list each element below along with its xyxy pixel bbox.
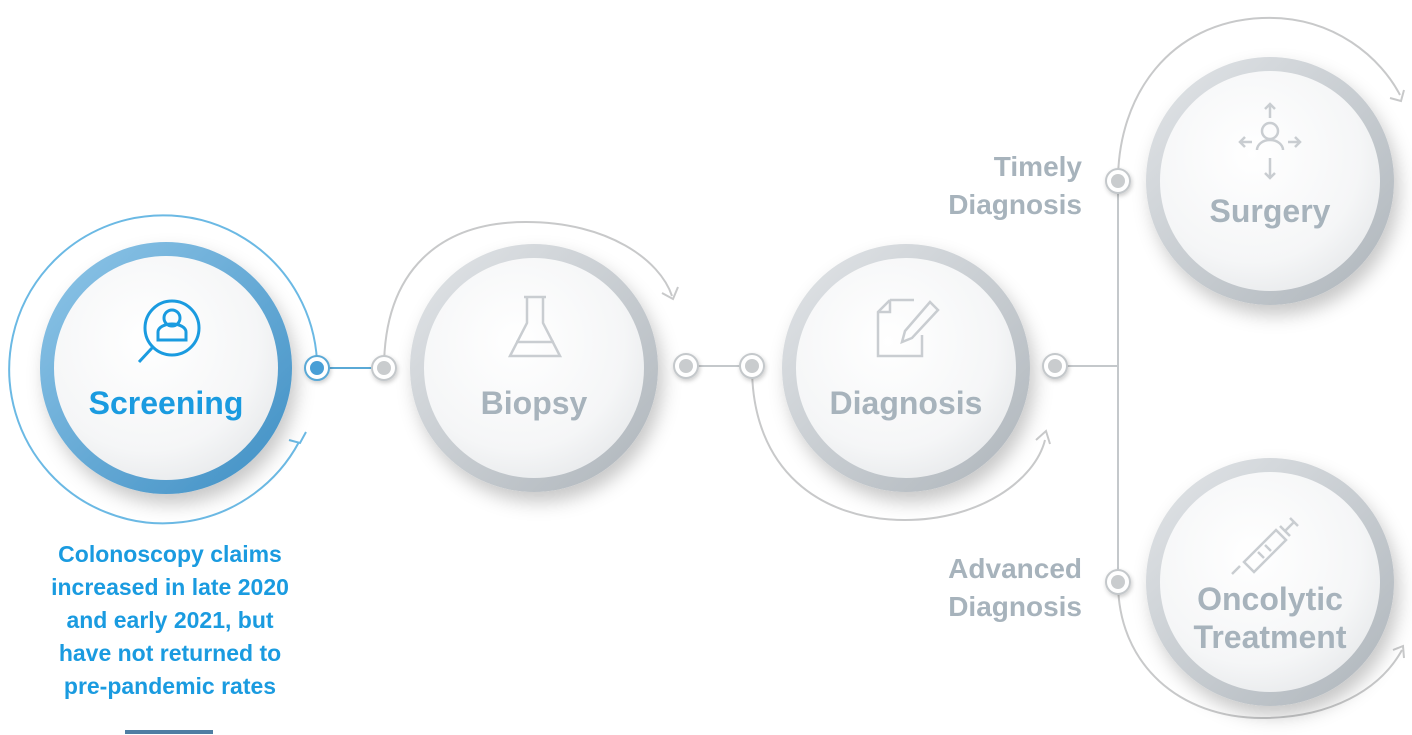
biopsy-label: Biopsy (481, 385, 588, 421)
advanced-diagnosis-label-line-1: Advanced (948, 553, 1082, 584)
syringe-icon (1231, 517, 1299, 575)
connector-dot (371, 355, 397, 381)
timely-diagnosis-label-line-1: Timely (994, 151, 1083, 182)
diagnosis-label: Diagnosis (830, 385, 983, 421)
flask-icon (507, 295, 563, 358)
step-surgery: Surgery (1146, 57, 1394, 305)
screening-caption: Colonoscopy claims increased in late 202… (51, 541, 289, 699)
screening-label: Screening (89, 385, 244, 421)
connector-dot (673, 353, 699, 379)
diagnosis-outer-arc (751, 366, 1046, 522)
oncolytic-label-line-1: Oncolytic (1197, 581, 1343, 617)
connector-dot (1105, 168, 1131, 194)
oncolytic-arc-arrow (1392, 644, 1405, 659)
diagnosis-arc-arrow (1035, 429, 1051, 445)
oncolytic-label-line-2: Treatment (1194, 619, 1347, 655)
connector-dot (739, 353, 765, 379)
biopsy-arc-arrow (661, 286, 679, 301)
step-diagnosis: Diagnosis (782, 244, 1030, 492)
step-oncolytic-treatment: Oncolytic Treatment (1146, 458, 1394, 706)
surgery-outer-arc (1117, 16, 1401, 182)
connector-dot (304, 355, 330, 381)
surgery-label: Surgery (1210, 193, 1331, 229)
advanced-diagnosis-label-line-2: Diagnosis (948, 591, 1082, 622)
surgery-arc-arrow (1389, 89, 1405, 103)
step-biopsy: Biopsy (410, 244, 658, 492)
screening-ring-arrow (288, 431, 307, 445)
document-edit-icon (876, 298, 940, 358)
timely-diagnosis-label-line-2: Diagnosis (948, 189, 1082, 220)
caption-underline-bar (125, 730, 213, 734)
screening-outer-ring (8, 214, 318, 525)
connector-dot (1105, 569, 1131, 595)
biopsy-outer-arc (383, 220, 673, 370)
person-expand-icon (1238, 102, 1302, 180)
connector-dot (1042, 353, 1068, 379)
oncolytic-outer-arc (1117, 581, 1403, 720)
step-screening: Screening (40, 242, 292, 494)
person-search-icon (137, 299, 201, 364)
